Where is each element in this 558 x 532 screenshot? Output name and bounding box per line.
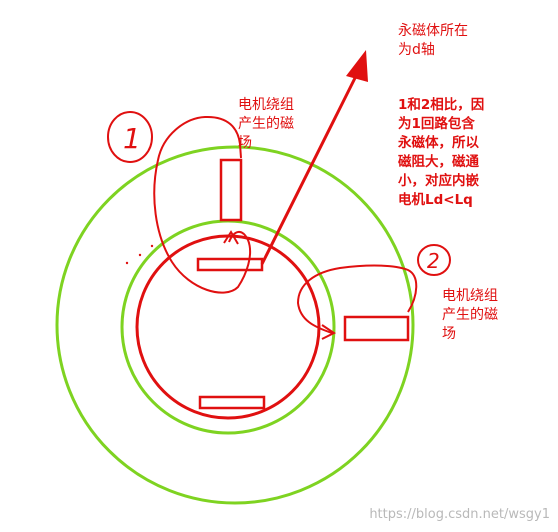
magnet-top	[196, 257, 264, 272]
rotor-red-circle	[135, 234, 321, 420]
winding-right-line-2: 产生的磁	[442, 307, 498, 323]
d-axis-arrow-head	[346, 50, 368, 82]
winding-slot-top	[219, 158, 243, 222]
explanation-line-6: 电机Ld<Lq	[398, 192, 473, 208]
d-axis-label-line-2: 为d轴	[398, 42, 435, 58]
winding-top-line-2: 产生的磁	[238, 116, 294, 132]
marker-2-text: 2	[427, 249, 440, 273]
watermark: https://blog.csdn.net/wsgy1	[369, 507, 550, 522]
stray-dot-3	[150, 244, 154, 248]
flux-loop-1	[153, 115, 252, 294]
marker-1-text: 1	[123, 122, 141, 155]
winding-top-label: 电机绕组 产生的磁 场	[238, 96, 294, 153]
explanation-line-4: 磁阻大，磁通	[398, 154, 479, 170]
d-axis-label: 永磁体所在 为d轴	[398, 22, 468, 60]
explanation-line-1: 1和2相比，因	[398, 97, 485, 113]
marker-1-circle	[107, 111, 153, 163]
explanation-line-5: 小，对应内嵌	[398, 173, 479, 189]
marker-2-circle	[417, 244, 451, 276]
explanation-text: 1和2相比，因 为1回路包含 永磁体，所以 磁阻大，磁通 小，对应内嵌 电机Ld…	[398, 96, 484, 210]
rotor-green-circle	[120, 219, 336, 435]
d-axis-arrow-line	[260, 71, 360, 265]
stray-dot-2	[138, 253, 142, 257]
winding-slot-right	[343, 315, 410, 342]
winding-right-label: 电机绕组 产生的磁 场	[442, 287, 498, 344]
flux-loop-2	[296, 264, 418, 334]
explanation-line-3: 永磁体，所以	[398, 135, 479, 151]
stator-outer-circle	[55, 145, 415, 505]
d-axis-label-line-1: 永磁体所在	[398, 23, 468, 39]
winding-top-line-1: 电机绕组	[238, 97, 294, 113]
winding-right-line-1: 电机绕组	[442, 288, 498, 304]
winding-top-line-3: 场	[238, 135, 252, 151]
flux-loop-2-arrow-icon	[321, 324, 336, 340]
magnet-bottom	[198, 395, 266, 410]
flux-loop-1-arrow-icon	[223, 230, 239, 245]
explanation-line-2: 为1回路包含	[398, 116, 475, 132]
stray-dot-1	[125, 261, 129, 265]
winding-right-line-3: 场	[442, 326, 456, 342]
